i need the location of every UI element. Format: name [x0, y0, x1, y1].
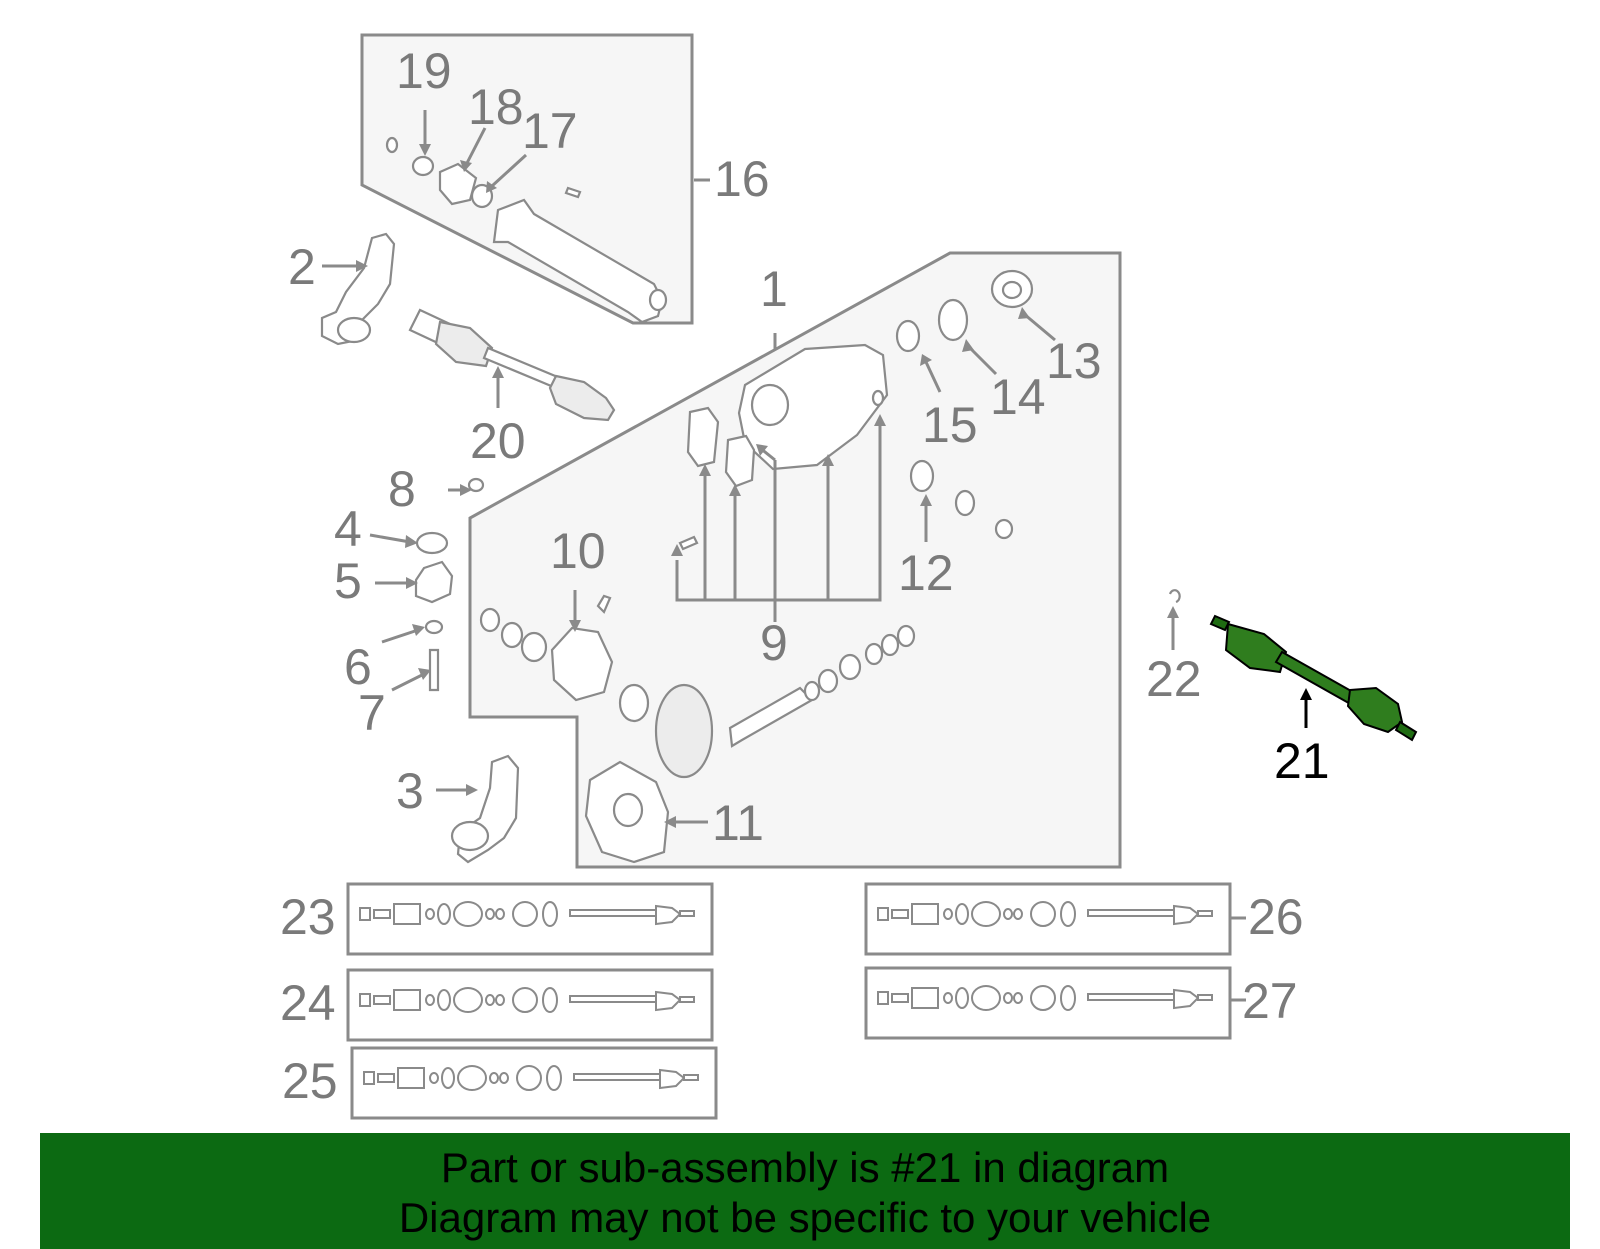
callout-18: 18	[468, 79, 524, 135]
parts-12-15-seals	[895, 269, 1034, 540]
assembly-box-24	[346, 968, 714, 1042]
callout-11: 11	[712, 795, 764, 851]
callout-4: 4	[334, 501, 362, 557]
callout-8: 8	[388, 461, 416, 517]
callout-13: 13	[1046, 333, 1102, 389]
part-16-shaft	[385, 136, 668, 324]
assembly-box-26	[864, 882, 1232, 956]
part-3-knuckle	[450, 754, 520, 864]
part-20-axle	[408, 308, 616, 422]
assembly-box-27	[864, 966, 1232, 1040]
callout-5: 5	[334, 553, 362, 609]
callout-3: 3	[396, 763, 424, 819]
panel-16	[360, 33, 694, 325]
callout-19: 19	[396, 43, 452, 99]
callout-21: 21	[1274, 733, 1330, 789]
callout-27: 27	[1242, 973, 1298, 1029]
callout-15: 15	[922, 397, 978, 453]
part-21-axle-shaft	[1209, 614, 1418, 742]
assembly-box-25	[350, 1046, 718, 1120]
callout-24: 24	[280, 975, 336, 1031]
part-11-cover	[584, 760, 670, 864]
callout-9: 9	[760, 615, 788, 671]
callout-1: 1	[760, 261, 788, 317]
callout-labels: 19 18 17 16 2 1 13 14 15 20 8 4 10 12 5 …	[280, 43, 1330, 1109]
callout-10: 10	[550, 523, 606, 579]
callout-25: 25	[282, 1053, 338, 1109]
callout-16: 16	[714, 151, 770, 207]
callout-23: 23	[280, 889, 336, 945]
part-22-clip	[1168, 589, 1181, 604]
callout-2: 2	[288, 239, 316, 295]
banner-line-disclaimer: Diagram may not be specific to your vehi…	[398, 1194, 1212, 1241]
callout-6: 6	[344, 639, 372, 695]
parts-4-8-fasteners	[414, 477, 485, 692]
callout-20: 20	[470, 413, 526, 469]
callout-7: 7	[358, 685, 386, 741]
leader-lines	[322, 110, 1312, 1002]
part-1-carrier	[686, 343, 889, 488]
part-2-knuckle	[320, 232, 396, 346]
info-banner: Part or sub-assembly is #21 in diagram D…	[40, 1133, 1570, 1249]
callout-26: 26	[1248, 889, 1304, 945]
callout-22: 22	[1146, 651, 1202, 707]
banner-line-part: Part or sub-assembly is #21 in diagram	[440, 1144, 1170, 1191]
callout-17: 17	[522, 103, 578, 159]
assembly-box-23	[346, 882, 714, 956]
callout-12: 12	[898, 545, 954, 601]
callout-14: 14	[990, 369, 1046, 425]
